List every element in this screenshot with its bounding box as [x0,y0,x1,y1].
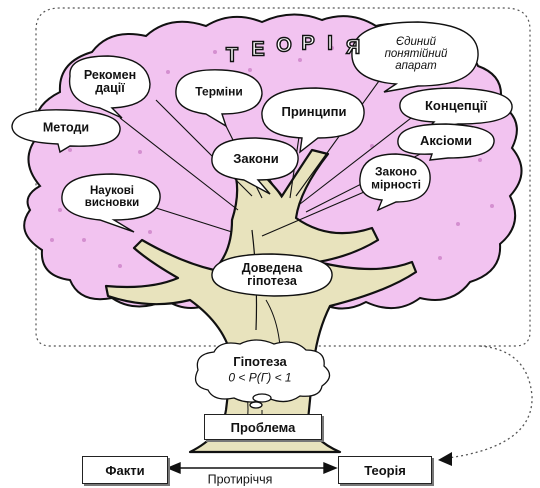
title-letter: О [276,34,293,57]
hypothesis-cloud [194,339,331,409]
bubble-proven-hypothesis: Доведена гіпотеза [241,260,303,288]
feedback-arrowhead [438,452,452,466]
bubble-scientific-conclusions: Наукові висновки [84,184,140,209]
title-letter: І [327,32,334,55]
bubble-shapes [11,21,513,297]
bubble-axioms: Аксіоми [420,133,472,149]
feedback-loop-arrow [447,345,533,459]
title-letter: Т [225,44,239,67]
bubble-recommendations: Рекомен дації [83,67,137,95]
bubble-laws: Закони [233,151,279,167]
title-letter: Р [301,32,316,55]
contradiction-arrow [166,461,338,475]
hypothesis-formula: 0 < P(Г) < 1 [228,370,292,385]
bubble-methods: Методи [42,120,90,135]
bubble-regularities: Законо мірності [371,164,421,191]
bubble-unified-apparatus: Єдиний понятійний апарат [384,35,448,73]
problem-box: Проблема [204,414,322,440]
facts-box: Факти [82,456,168,484]
contradiction-label: Протиріччя [207,472,273,487]
theory-box: Теорія [338,456,432,484]
title-letter: Я [345,36,361,59]
bubble-terms: Терміни [195,84,243,99]
bubble-concepts: Концепції [424,98,488,114]
hypothesis-title: Гіпотеза [233,354,287,370]
bubble-principles: Принципи [281,104,347,120]
title-letter: Е [251,38,266,61]
